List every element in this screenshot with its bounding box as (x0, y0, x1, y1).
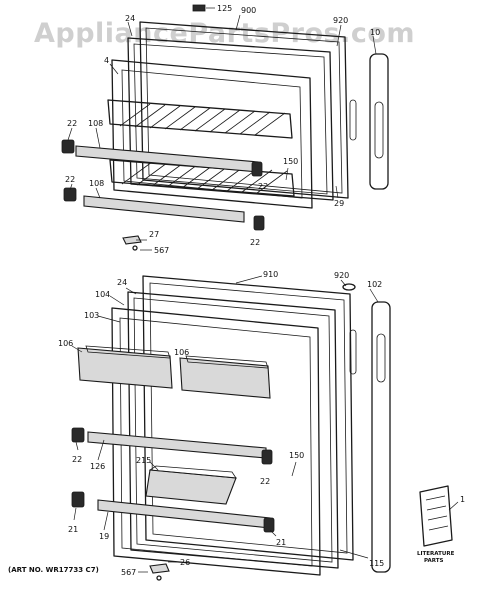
callout-150-top: 150 (283, 157, 298, 166)
callout-29: 29 (334, 199, 344, 208)
callout-22-c: 22 (65, 175, 75, 184)
callout-22-b: 22 (258, 182, 268, 191)
dairy-door-left (77, 347, 173, 389)
callout-103: 103 (84, 311, 99, 320)
fresh-food-gasket-inner (133, 297, 333, 563)
fresh-bracket-right-upper (261, 449, 273, 465)
callout-900: 900 (241, 6, 256, 15)
callout-125: 125 (217, 4, 232, 13)
callout-920-top: 920 (333, 16, 348, 25)
callout-567-bottom: 567 (121, 568, 136, 577)
fresh-food-handle (371, 301, 391, 573)
freezer-screw-567 (132, 245, 138, 251)
callout-22-d: 22 (250, 238, 260, 247)
callout-215: 215 (136, 456, 151, 465)
fresh-bracket-left-lower (71, 491, 85, 508)
literature-label-line2: PARTS (424, 558, 444, 564)
freezer-upper-rack (107, 99, 293, 139)
fresh-bracket-right-lower (263, 517, 275, 533)
fresh-food-handle-slot (349, 329, 357, 375)
freezer-liner-recess (121, 69, 303, 199)
callout-567-top: 567 (154, 246, 169, 255)
callout-102: 102 (367, 280, 382, 289)
freezer-gasket-inner (133, 43, 328, 195)
callout-10: 10 (370, 28, 380, 37)
callout-108-b: 108 (89, 179, 104, 188)
freezer-handle-slot (349, 99, 357, 141)
freezer-hinge-27 (122, 235, 142, 245)
literature-booklet (419, 485, 453, 547)
fresh-bracket-left-upper (71, 427, 85, 443)
callout-1: 1 (460, 495, 465, 504)
callout-115: 115 (369, 559, 384, 568)
callout-108-a: 108 (88, 119, 103, 128)
callout-24-top: 24 (125, 14, 135, 23)
callout-910: 910 (263, 270, 278, 279)
fresh-food-liner-recess (119, 317, 313, 567)
callout-126: 126 (90, 462, 105, 471)
fresh-food-door-liner (111, 307, 321, 576)
fresh-food-door-gasket (127, 291, 339, 569)
freezer-bracket-left-lower (63, 187, 77, 202)
callout-24-bottom: 24 (117, 278, 127, 287)
egg-bucket-rim (148, 465, 237, 479)
freezer-handle-grip (374, 101, 384, 159)
freezer-bracket-right-upper (251, 161, 263, 177)
fresh-food-handle-grip (376, 333, 386, 383)
freezer-door-liner (111, 59, 313, 209)
fresh-food-panel-inner-edge (149, 282, 348, 554)
fresh-food-door-assembly (71, 275, 391, 581)
callout-26: 26 (180, 558, 190, 567)
freezer-door-gasket (127, 37, 334, 201)
callout-106-a: 106 (58, 339, 73, 348)
callout-27: 27 (149, 230, 159, 239)
fresh-food-door-outer-panel (142, 275, 354, 561)
callout-22-e: 22 (72, 455, 82, 464)
literature-label-line1: LITERATURE (417, 551, 455, 557)
callout-19: 19 (99, 532, 109, 541)
dairy-door-right (179, 357, 271, 399)
dairy-door-right-rim (185, 355, 269, 369)
callout-21-b: 21 (276, 538, 286, 547)
callout-106-b: 106 (174, 348, 189, 357)
callout-22-a: 22 (67, 119, 77, 128)
freezer-shelf-bar-upper (75, 145, 259, 173)
freezer-handle (369, 53, 389, 190)
freezer-shelf-bar-lower (83, 195, 245, 223)
callout-104: 104 (95, 290, 110, 299)
freezer-plug-125 (192, 4, 206, 12)
callout-22-f: 22 (260, 477, 270, 486)
freezer-bracket-left-upper (61, 139, 75, 154)
fresh-food-hinge-26 (149, 563, 170, 574)
callout-4: 4 (104, 56, 109, 65)
fresh-food-shelf-bar-lower (97, 499, 271, 529)
art-number: (ART NO. WR17733 C7) (8, 566, 99, 574)
literature-parts: LITERATURE PARTS (417, 485, 455, 564)
callout-21-a: 21 (68, 525, 78, 534)
callout-labels: 125 900 24 920 10 4 22 108 150 22 22 108… (58, 4, 465, 577)
fresh-food-screw-567 (156, 575, 162, 581)
fresh-food-plug-920 (342, 283, 356, 291)
callout-150-bottom: 150 (289, 451, 304, 460)
egg-bucket (145, 469, 237, 505)
dairy-door-left-rim (85, 345, 171, 359)
callout-920-bottom: 920 (334, 271, 349, 280)
freezer-bracket-right-lower (253, 215, 265, 231)
freezer-door-outer-panel (139, 21, 349, 199)
leader-lines (67, 7, 459, 573)
fresh-food-shelf-bar-upper (87, 431, 267, 459)
freezer-door-panel-inner-edge (145, 27, 343, 194)
freezer-door-assembly (61, 4, 389, 251)
